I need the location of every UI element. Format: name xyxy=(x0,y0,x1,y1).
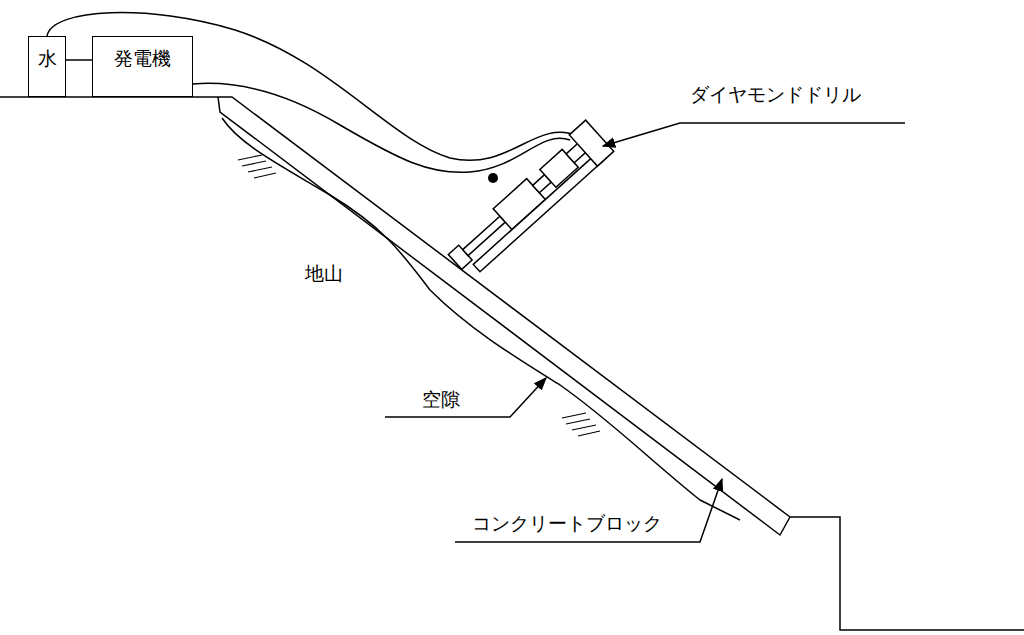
ground-hatch xyxy=(238,155,600,436)
block-top xyxy=(218,97,790,517)
marker-dot xyxy=(488,173,498,183)
part-label: ダイヤモンドドリル xyxy=(688,83,863,106)
box-label: 水 xyxy=(38,47,57,70)
leader-line xyxy=(385,378,546,417)
leader-line xyxy=(455,479,722,542)
part-label: 地山 xyxy=(303,262,345,285)
equipment-box: 水 xyxy=(28,36,66,97)
part-label: コンクリートブロック xyxy=(470,512,664,535)
hose-inner xyxy=(193,83,570,172)
equipment-box: 発電機 xyxy=(92,36,193,97)
lower-ground xyxy=(790,517,1024,630)
hose-outer xyxy=(47,13,598,161)
box-label: 発電機 xyxy=(114,47,171,70)
leader-line xyxy=(603,123,905,146)
hose-link xyxy=(66,59,92,61)
diamond-drill xyxy=(443,120,614,280)
ground-surface xyxy=(222,118,740,520)
part-label: 空隙 xyxy=(420,388,462,411)
